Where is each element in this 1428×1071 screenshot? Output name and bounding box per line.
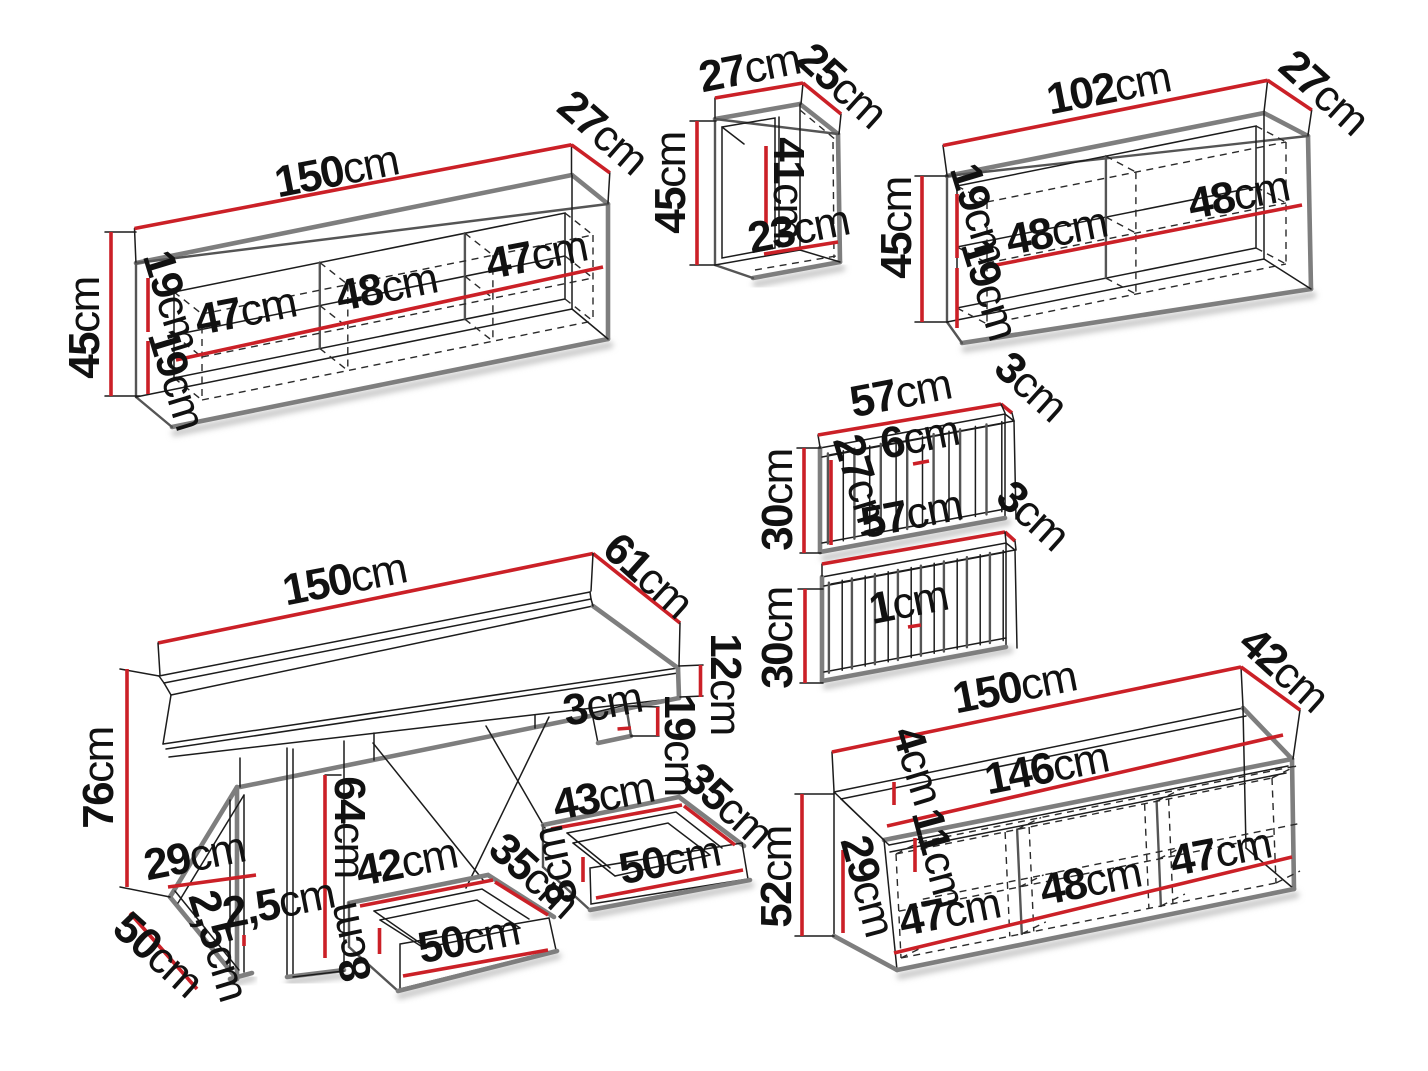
svg-text:30cm: 30cm [753,449,802,551]
svg-text:57cm: 57cm [846,360,955,427]
svg-text:29cm: 29cm [140,823,249,890]
svg-text:76cm: 76cm [74,727,123,829]
svg-text:30cm: 30cm [753,587,802,689]
svg-text:50cm: 50cm [414,906,523,973]
svg-text:11cm: 11cm [902,804,975,912]
svg-text:48cm: 48cm [1184,162,1293,229]
svg-text:64cm: 64cm [325,776,374,878]
svg-text:47cm: 47cm [1166,819,1275,886]
svg-text:43cm: 43cm [549,763,658,830]
svg-text:45cm: 45cm [60,277,109,379]
svg-text:57cm: 57cm [857,481,966,548]
svg-text:8cm: 8cm [317,899,381,986]
svg-text:48cm: 48cm [1036,848,1145,915]
svg-text:47cm: 47cm [191,278,300,345]
svg-text:47cm: 47cm [482,222,591,289]
svg-text:47cm: 47cm [895,879,1004,946]
svg-text:12cm: 12cm [701,633,750,735]
svg-text:35cm: 35cm [480,823,588,927]
svg-text:19cm: 19cm [133,245,210,356]
svg-text:19cm: 19cm [655,694,704,796]
svg-text:2,5cm: 2,5cm [219,869,339,939]
svg-text:1cm: 1cm [865,571,952,634]
svg-text:27cm: 27cm [695,35,804,102]
svg-text:48cm: 48cm [332,254,441,321]
svg-text:23cm: 23cm [744,196,853,263]
svg-text:42cm: 42cm [352,829,461,896]
svg-text:52cm: 52cm [752,826,801,928]
svg-text:41cm: 41cm [764,137,813,239]
svg-text:45cm: 45cm [872,177,921,279]
svg-text:50cm: 50cm [615,827,724,894]
svg-text:48cm: 48cm [1002,198,1111,265]
svg-text:45cm: 45cm [646,132,695,234]
